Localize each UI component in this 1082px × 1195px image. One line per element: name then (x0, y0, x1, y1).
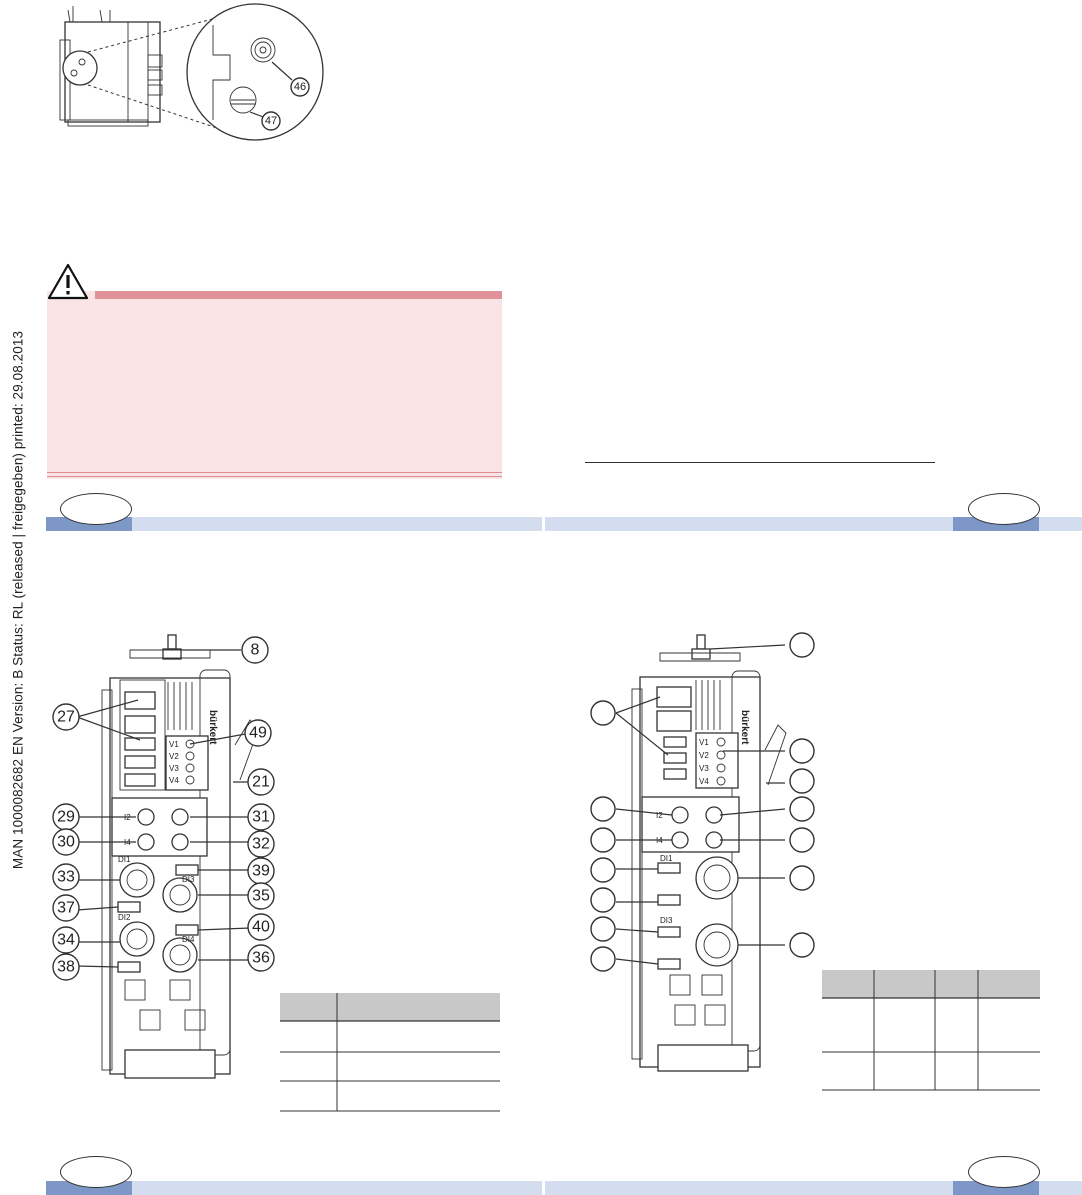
detail-drawing: 46 47 (59, 3, 324, 141)
right-table (822, 970, 1040, 1091)
svg-text:29: 29 (57, 809, 75, 826)
svg-text:30: 30 (57, 834, 75, 851)
document-status-sidebar: MAN 1000082682 EN Version: B Status: RL … (10, 330, 26, 870)
callout-empty (590, 700, 616, 726)
right-device-callouts (590, 632, 815, 972)
callout-34: 34 (52, 926, 80, 954)
page-number-oval (968, 1156, 1040, 1188)
callout-8: 8 (241, 636, 269, 664)
svg-text:21: 21 (252, 774, 270, 791)
device-drawing-left: V1 V2 V3 V4 bürkert I2 I4 DI1 DI2 DI3 DI… (76, 634, 259, 1079)
svg-text:32: 32 (252, 836, 270, 853)
callout-empty (789, 738, 815, 764)
svg-text:39: 39 (252, 863, 270, 880)
svg-text:27: 27 (57, 709, 75, 726)
warning-divider (47, 476, 502, 477)
callout-33: 33 (52, 863, 80, 891)
valve-label: V2 (699, 751, 709, 760)
callout-empty (789, 768, 815, 794)
callout-30: 30 (52, 828, 80, 856)
callout-31: 31 (247, 803, 275, 831)
reference-line (585, 462, 935, 463)
callout-32: 32 (247, 830, 275, 858)
callout-empty (789, 865, 815, 891)
callout-empty (789, 796, 815, 822)
svg-text:33: 33 (57, 869, 75, 886)
svg-text:49: 49 (249, 725, 267, 742)
page-number-oval (60, 493, 132, 525)
callout-empty (789, 827, 815, 853)
svg-text:35: 35 (252, 888, 270, 905)
port-label: I2 (656, 811, 663, 820)
input-label: DI4 (182, 935, 195, 944)
warning-divider (47, 472, 502, 473)
callout-27: 27 (52, 703, 80, 731)
left-table (280, 993, 500, 1112)
warning-box (47, 291, 502, 479)
svg-text:37: 37 (57, 900, 75, 917)
valve-label: V4 (699, 777, 709, 786)
svg-text:34: 34 (57, 932, 75, 949)
warning-triangle-icon (47, 263, 89, 300)
brand-label: bürkert (207, 710, 218, 745)
input-label: DI2 (118, 913, 131, 922)
page-number-oval (60, 1156, 132, 1188)
svg-text:36: 36 (252, 950, 270, 967)
callout-29: 29 (52, 803, 80, 831)
callout-empty (789, 932, 815, 958)
callout-46 (290, 77, 310, 97)
warning-stripe (95, 291, 502, 299)
callout-47 (261, 111, 281, 131)
callout-47-label: 47 (265, 115, 277, 127)
page-band (46, 1181, 542, 1195)
valve-label: V3 (169, 764, 179, 773)
input-label: DI3 (660, 916, 673, 925)
callout-empty (590, 887, 616, 913)
callout-36: 36 (247, 944, 275, 972)
callout-21: 21 (247, 768, 275, 796)
left-device-callouts: 8 27 49 21 29 31 30 32 33 39 35 37 40 34… (52, 636, 275, 981)
input-label: DI1 (660, 854, 673, 863)
valve-label: V4 (169, 776, 179, 785)
page-band (545, 1181, 1082, 1195)
callout-empty (789, 632, 815, 658)
callout-35: 35 (247, 882, 275, 910)
valve-label: V2 (169, 752, 179, 761)
svg-text:31: 31 (252, 809, 270, 826)
valve-label: V3 (699, 764, 709, 773)
input-label: DI3 (182, 875, 195, 884)
callout-empty (590, 916, 616, 942)
callout-46-label: 46 (294, 81, 306, 93)
brand-label: bürkert (739, 710, 750, 745)
device-drawing-right: V1 V2 V3 V4 bürkert I2 I4 DI1 DI3 (615, 634, 787, 1072)
page-band (545, 517, 1082, 531)
callout-49: 49 (244, 719, 272, 747)
svg-text:38: 38 (57, 959, 75, 976)
callout-40: 40 (247, 913, 275, 941)
input-label: DI1 (118, 855, 131, 864)
valve-label: V1 (699, 738, 709, 747)
callout-39: 39 (247, 857, 275, 885)
page-number-oval (968, 493, 1040, 525)
callout-empty (590, 857, 616, 883)
callout-empty (590, 827, 616, 853)
callout-empty (590, 946, 616, 972)
svg-text:8: 8 (251, 642, 260, 659)
callout-empty (590, 796, 616, 822)
valve-label: V1 (169, 740, 179, 749)
svg-text:40: 40 (252, 919, 270, 936)
callout-38: 38 (52, 953, 80, 981)
page-band (46, 517, 542, 531)
callout-37: 37 (52, 894, 80, 922)
